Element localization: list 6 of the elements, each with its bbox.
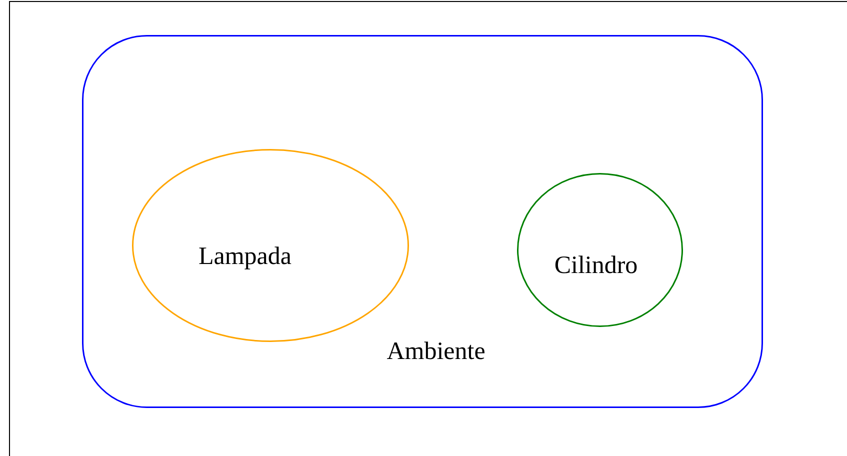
cylinder-circle	[517, 173, 683, 327]
node-label: Cilindro	[554, 252, 638, 280]
node-label: Ambiente	[386, 338, 486, 366]
environment-box	[82, 35, 763, 408]
lamp-ellipse	[132, 149, 409, 342]
node-label: Lampada	[198, 243, 292, 271]
